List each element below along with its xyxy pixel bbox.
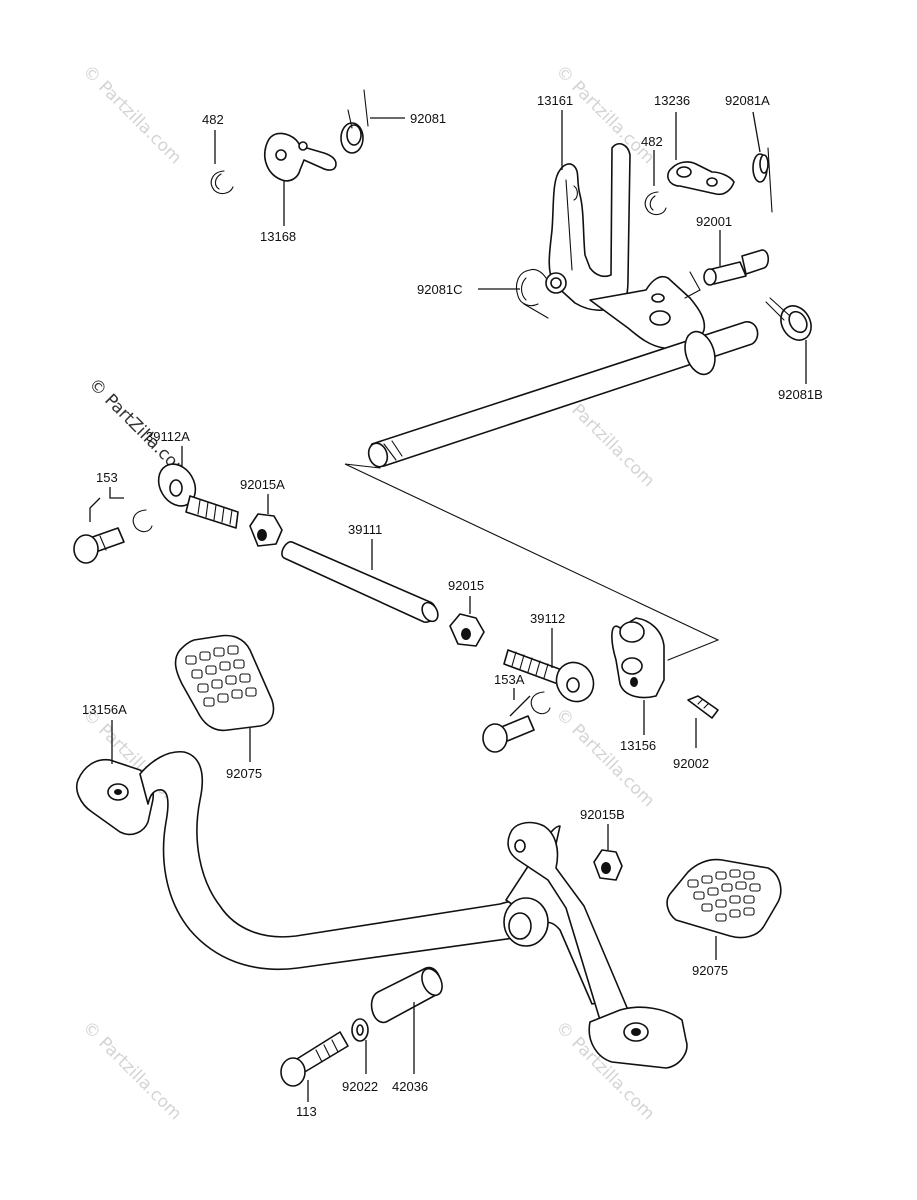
label-13161: 13161 — [537, 93, 573, 108]
plate-13168 — [264, 132, 337, 182]
leader-lines — [89, 110, 807, 1102]
label-482-right: 482 — [641, 134, 663, 149]
circlip-482-left — [210, 170, 234, 195]
label-92081B: 92081B — [778, 387, 823, 402]
watermark-6: © Partzilla.com — [78, 1017, 185, 1124]
part-labels: 482 92081 13168 13161 482 13236 92081A 9… — [82, 93, 823, 1119]
watermark-5: © Partzilla.com — [551, 704, 658, 811]
label-39112: 39112 — [530, 611, 565, 626]
label-13236: 13236 — [654, 93, 690, 108]
label-13168: 13168 — [260, 229, 296, 244]
label-92022: 92022 — [342, 1079, 378, 1094]
label-92015: 92015 — [448, 578, 484, 593]
pedal-pad-92075-left — [174, 634, 275, 732]
nut-92015B — [593, 849, 623, 881]
label-92081: 92081 — [410, 111, 446, 126]
label-92075-left: 92075 — [226, 766, 262, 781]
label-482-left: 482 — [202, 112, 224, 127]
washer-92022 — [351, 1018, 369, 1042]
bolt-153A — [482, 715, 535, 753]
nut-92015 — [449, 613, 485, 647]
shift-arm-13161 — [548, 143, 631, 311]
label-92015B: 92015B — [580, 807, 625, 822]
shift-shaft-assembly — [344, 143, 759, 661]
spring-92081B — [765, 297, 812, 341]
label-92075-right: 92075 — [692, 963, 728, 978]
rod-end-39112A — [157, 463, 239, 529]
rod-39111 — [281, 541, 439, 623]
bolt-92001 — [703, 249, 770, 286]
brake-pedal-13156A — [76, 750, 688, 1069]
label-39111: 39111 — [348, 522, 382, 537]
label-113: 113 — [296, 1104, 317, 1119]
circlip-153A — [530, 691, 551, 715]
clamp-13156 — [611, 617, 665, 699]
circlip-482-right — [644, 191, 667, 216]
label-42036: 42036 — [392, 1079, 428, 1094]
label-92081C: 92081C — [417, 282, 463, 297]
screw-92002 — [687, 695, 719, 719]
label-13156: 13156 — [620, 738, 656, 753]
pedal-pad-92075-right — [666, 858, 782, 939]
label-39112A: 39112A — [146, 429, 190, 444]
label-92015A: 92015A — [240, 477, 285, 492]
label-153: 153 — [96, 470, 118, 485]
bracket-13236 — [667, 161, 735, 196]
spring-92081 — [340, 89, 369, 154]
label-92002: 92002 — [673, 756, 709, 771]
watermark-2: © Partzilla.com — [551, 61, 658, 168]
spring-92081A — [752, 147, 773, 213]
label-92081A: 92081A — [725, 93, 770, 108]
circlip-153 — [132, 509, 153, 533]
label-153A: 153A — [494, 672, 525, 687]
bolt-153 — [73, 527, 125, 564]
rod-end-39112 — [503, 649, 595, 703]
label-13156A: 13156A — [82, 702, 127, 717]
label-92001: 92001 — [696, 214, 732, 229]
watermark-1: © Partzilla.com — [78, 61, 185, 168]
collar-42036 — [370, 967, 443, 1023]
spring-92081C — [515, 268, 549, 319]
bolt-113 — [280, 1031, 349, 1087]
nut-92015A — [249, 513, 283, 547]
